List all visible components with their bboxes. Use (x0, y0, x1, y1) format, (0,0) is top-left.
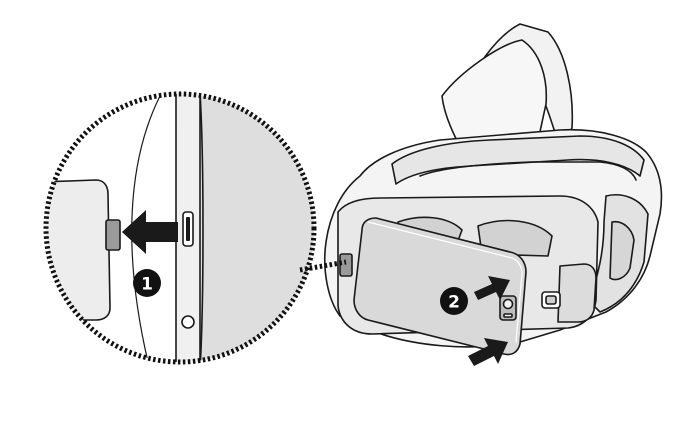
step-2-badge: 2 (440, 287, 468, 315)
step-2-number: 2 (448, 293, 460, 313)
step-1-arrow (122, 210, 178, 254)
arrow-icon (468, 338, 508, 366)
smartphone (353, 217, 527, 356)
zoom-tray-curve (131, 95, 161, 362)
step-badge-icon (133, 269, 161, 297)
vr-headset (323, 23, 663, 356)
step-badge-icon (440, 287, 468, 315)
magnifier-dotted-circle (43, 91, 317, 365)
step-1-number: 1 (141, 275, 153, 295)
tray-holder-right (557, 263, 597, 323)
face-cushion (391, 135, 645, 185)
step-1-badge: 1 (133, 269, 161, 297)
side-touchpad (609, 220, 635, 281)
phone-flash (503, 313, 513, 318)
cushion-inner (419, 161, 637, 181)
zoom-phone-usb-port-inner (186, 217, 190, 241)
smartphone-edge (367, 221, 523, 343)
zoom-usb-plug (105, 219, 121, 251)
lens-right (477, 219, 553, 257)
arrow-icon (474, 276, 510, 300)
phone-camera-lens (502, 298, 514, 310)
arrow-icon (122, 210, 178, 254)
step-2-arrows (468, 276, 510, 366)
holder-button-inner (545, 295, 557, 305)
zoom-phone-face (199, 94, 204, 362)
zoom-phone-jack (181, 315, 195, 329)
zoom-tray-block (46, 179, 111, 321)
